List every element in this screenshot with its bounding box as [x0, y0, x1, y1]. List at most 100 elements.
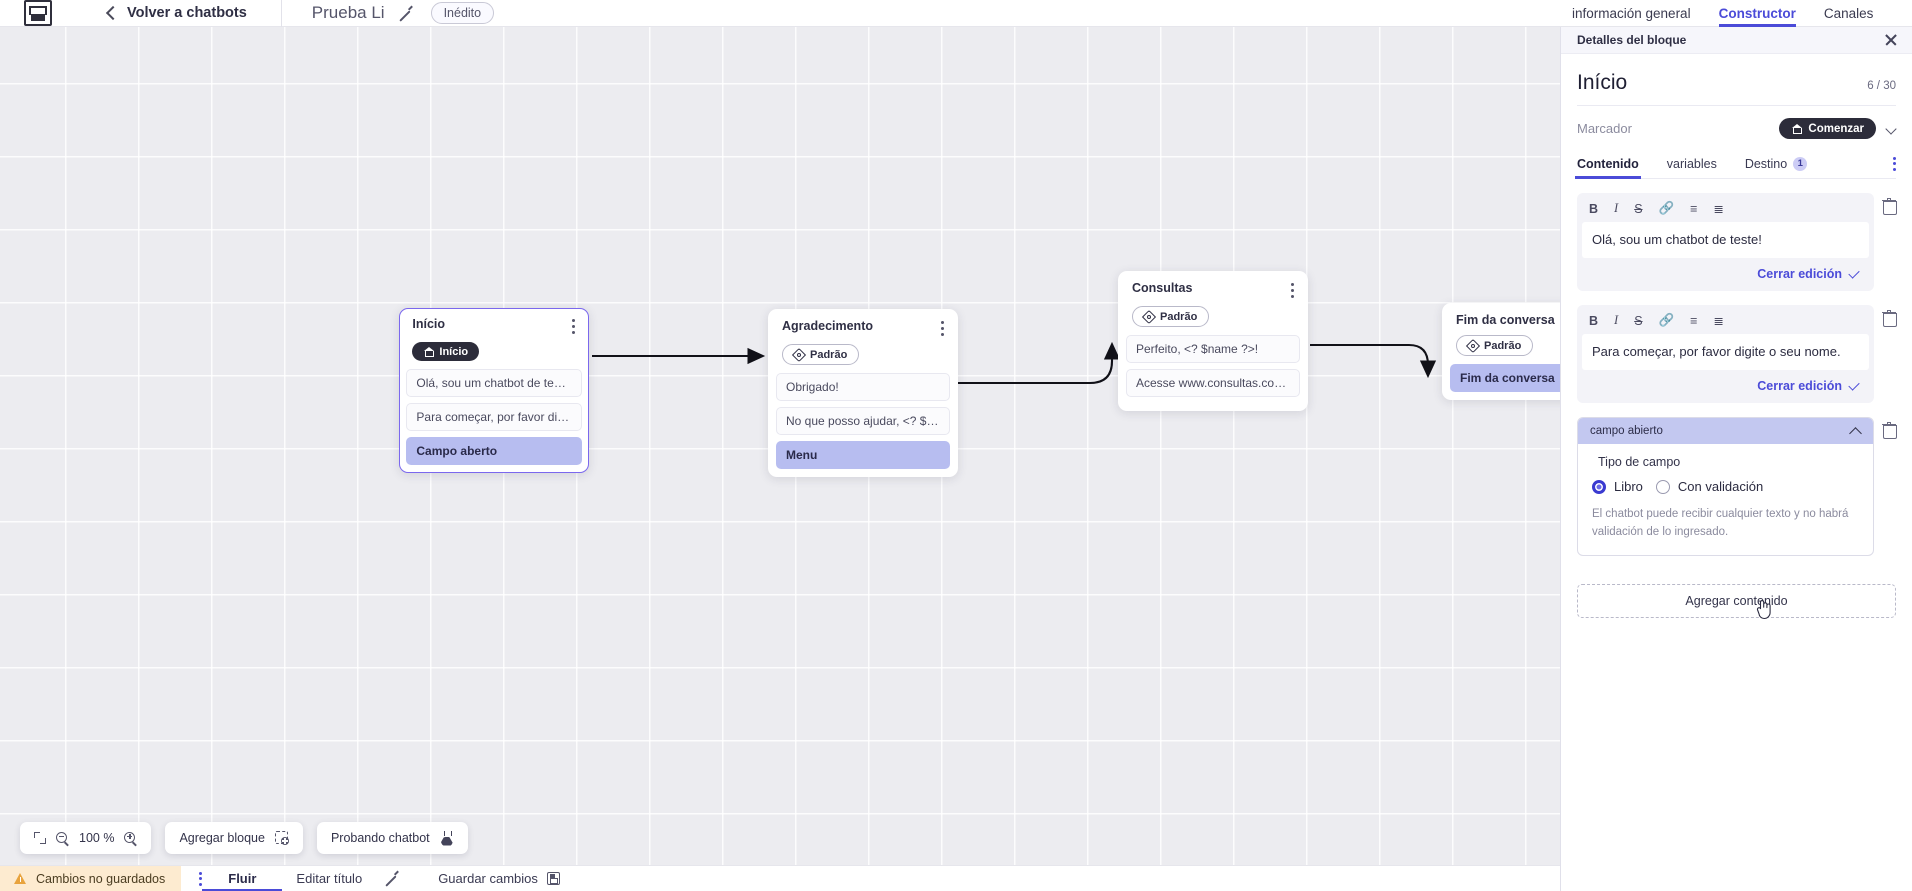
field-card-header[interactable]: campo abierto [1578, 418, 1873, 445]
panel-tab-variables[interactable]: variables [1667, 149, 1717, 179]
panel-tabs: Contenido variables Destino 1 [1575, 149, 1896, 179]
save-disk-icon [546, 872, 560, 885]
panel-tab-contenido[interactable]: Contenido [1575, 149, 1641, 179]
edit-pencil-icon[interactable] [397, 6, 412, 21]
flask-icon [440, 830, 454, 846]
node-message-highlight[interactable]: Campo aberto [406, 437, 582, 466]
node-message[interactable]: Acesse www.consultas.com par... [1126, 369, 1300, 397]
warning-icon [14, 872, 27, 885]
node-message[interactable]: Para começar, por favor digite o ... [406, 403, 582, 432]
add-content-button[interactable]: Agregar contenido [1577, 583, 1896, 619]
bullet-list-icon[interactable]: ≡ [1690, 313, 1698, 328]
editor-text-1[interactable]: Olá, sou um chatbot de teste! [1582, 222, 1869, 259]
statusbar-tab-fluir[interactable]: Fluir [202, 866, 283, 891]
save-changes-button[interactable]: Guardar cambios [438, 871, 560, 886]
node-menu-button[interactable] [940, 319, 944, 336]
node-tag-label: Início [439, 345, 469, 358]
marker-chip-comenzar[interactable]: Comenzar [1779, 118, 1876, 139]
add-block-button[interactable]: Agregar bloque [165, 822, 303, 854]
tab-informacion-general[interactable]: información general [1572, 5, 1691, 21]
flow-node-agradecimento[interactable]: Agradecimento Padrão Obrigado! No que po… [768, 309, 958, 477]
flow-node-fim-da-conversa[interactable]: Fim da conversa Padrão Fim da conversa [1442, 303, 1560, 400]
panel-body: Início 6 / 30 Marcador Comenzar Contenid… [1561, 54, 1912, 619]
editor-text-2[interactable]: Para começar, por favor digite o seu nom… [1582, 334, 1869, 371]
panel-header: Detalles del bloque [1561, 27, 1912, 54]
panel-tab-label: Contenido [1577, 156, 1639, 171]
node-message-highlight[interactable]: Fim da conversa [1450, 364, 1560, 392]
chevron-up-icon[interactable] [1850, 426, 1861, 437]
radio-dot [1655, 479, 1670, 494]
header-divider [280, 0, 282, 27]
flow-canvas[interactable]: Início Início Olá, sou um chatbot de tes… [0, 27, 1560, 865]
node-message[interactable]: Obrigado! [776, 373, 950, 401]
back-to-chatbots-link[interactable]: Volver a chatbots [127, 5, 247, 21]
app-logo-icon[interactable] [24, 0, 52, 26]
marker-label: Marcador [1577, 121, 1632, 136]
publish-status-badge: Inédito [430, 2, 495, 24]
close-edit-1[interactable]: Cerrar edición [1582, 258, 1869, 286]
marker-row: Marcador Comenzar [1577, 106, 1896, 149]
flow-node-inicio[interactable]: Início Início Olá, sou um chatbot de tes… [399, 308, 589, 473]
tab-canales[interactable]: Canales [1823, 5, 1874, 21]
chatbot-name: Prueba Li [311, 3, 385, 22]
block-counter: 6 / 30 [1867, 80, 1896, 92]
editor-card: B I S 🔗 ≡ ≣ Para começar, por favor digi… [1577, 305, 1874, 404]
node-menu-button[interactable] [572, 317, 576, 335]
home-icon [1791, 123, 1803, 134]
node-tag-inicio: Início [412, 342, 480, 362]
marker-controls: Comenzar [1779, 118, 1896, 139]
radio-libro[interactable]: Libro [1592, 479, 1643, 494]
link-icon[interactable]: 🔗 [1658, 201, 1675, 215]
numbered-list-icon[interactable]: ≣ [1713, 314, 1724, 329]
field-card-body: Tipo de campo Libro Con validación E [1578, 444, 1873, 555]
statusbar-menu-button[interactable] [199, 871, 203, 886]
header-tabs: información general Constructor Canales [1560, 0, 1912, 27]
zoom-in-icon[interactable] [124, 831, 137, 845]
tab-constructor[interactable]: Constructor [1718, 0, 1797, 27]
node-title: Início [412, 317, 446, 332]
node-message[interactable]: Perfeito, <? $name ?>! [1126, 335, 1300, 363]
test-chatbot-button[interactable]: Probando chatbot [316, 822, 468, 854]
content-editor-2: B I S 🔗 ≡ ≣ Para começar, por favor digi… [1577, 305, 1897, 404]
radio-con-validacion[interactable]: Con validación [1655, 479, 1763, 494]
italic-icon[interactable]: I [1614, 313, 1619, 328]
field-help-text: El chatbot puede recibir cualquier texto… [1592, 508, 1849, 538]
connector-consultas-fim [1310, 343, 1437, 379]
delete-icon[interactable] [1882, 310, 1897, 328]
delete-icon[interactable] [1882, 198, 1897, 215]
panel-tab-destino[interactable]: Destino 1 [1745, 149, 1808, 179]
node-tag-label: Padrão [1160, 310, 1198, 323]
back-chevron-icon[interactable] [104, 6, 118, 20]
bold-icon[interactable]: B [1589, 201, 1599, 216]
italic-icon[interactable]: I [1614, 201, 1619, 215]
chevron-down-icon[interactable] [1886, 124, 1896, 134]
radio-dot-selected [1592, 479, 1606, 494]
strikethrough-icon[interactable]: S [1634, 201, 1643, 216]
block-details-panel: Detalles del bloque Início 6 / 30 Marcad… [1560, 27, 1912, 891]
node-message[interactable]: No que posso ajudar, <? $name ... [776, 407, 950, 435]
node-title: Agradecimento [782, 319, 873, 333]
node-message-highlight[interactable]: Menu [776, 441, 950, 469]
link-icon[interactable]: 🔗 [1658, 313, 1675, 328]
close-icon[interactable] [1884, 33, 1898, 47]
node-message[interactable]: Olá, sou um chatbot de teste! [406, 369, 582, 398]
bullet-list-icon[interactable]: ≡ [1690, 201, 1698, 216]
panel-tabs-menu-button[interactable] [1893, 156, 1896, 171]
bold-icon[interactable]: B [1589, 313, 1599, 328]
close-edit-2[interactable]: Cerrar edición [1582, 370, 1869, 398]
block-name: Início [1577, 71, 1628, 94]
strikethrough-icon[interactable]: S [1634, 313, 1643, 328]
field-card: campo abierto Tipo de campo Libro [1577, 417, 1874, 556]
zoom-controls: 100 % [20, 822, 152, 854]
editor-toolbar: B I S 🔗 ≡ ≣ [1582, 310, 1869, 334]
zoom-out-icon[interactable] [56, 831, 69, 845]
check-icon [1849, 382, 1860, 390]
node-menu-button[interactable] [1290, 281, 1294, 298]
flow-node-consultas[interactable]: Consultas Padrão Perfeito, <? $name ?>! … [1118, 271, 1308, 411]
edit-title-button[interactable]: Editar título [296, 871, 398, 886]
edit-title-label: Editar título [296, 871, 363, 886]
fit-screen-icon[interactable] [34, 832, 46, 844]
delete-icon[interactable] [1882, 422, 1897, 440]
numbered-list-icon[interactable]: ≣ [1713, 202, 1724, 216]
